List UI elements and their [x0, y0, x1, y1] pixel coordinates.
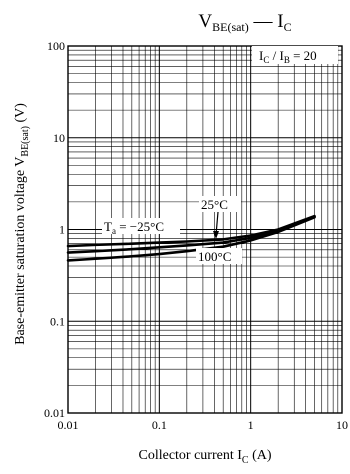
chart-title: VBE(sat) — IC — [198, 11, 291, 34]
plot-frame — [67, 45, 343, 414]
y-axis-label: Base-emitter saturation voltage VBE(sat)… — [13, 103, 31, 345]
series-line-0 — [66, 214, 316, 248]
title-end-sub: C — [284, 20, 292, 34]
x-axis-label-sub: C — [242, 455, 249, 466]
y-tick-label: 100 — [47, 39, 65, 53]
series-lines — [66, 214, 316, 262]
series-label-25-text: 25°C — [201, 197, 228, 212]
series-label-25-arrowhead — [213, 231, 219, 239]
x-tick-label: 10 — [336, 418, 348, 432]
series-label-minus25-suffix: = −25°C — [116, 219, 164, 234]
x-axis-label-main: Collector current I — [138, 448, 242, 463]
y-axis-label-unit: (V) — [13, 103, 28, 126]
y-tick-label: 0.1 — [50, 314, 65, 328]
series-label-minus25: Ta = −25°C — [104, 219, 164, 236]
x-tick-label: 0.01 — [58, 418, 79, 432]
x-tick-label: 1 — [248, 418, 254, 432]
cond-suffix: = 20 — [290, 48, 317, 63]
title-main: V — [198, 11, 212, 32]
title-sub: BE(sat) — [212, 20, 249, 34]
series-label-minus25-prefix: T — [104, 219, 112, 234]
y-tick-label: 1 — [59, 223, 65, 237]
tick-labels: 0.01 0.1 1 10 0.01 0.1 1 10 100 — [44, 39, 348, 432]
series-label-100: 100°C — [198, 249, 231, 264]
condition-box: IC / IB = 20 — [252, 46, 338, 65]
x-axis-label-unit: (A) — [249, 448, 272, 463]
y-tick-label: 10 — [53, 131, 65, 145]
series-line-2 — [66, 215, 316, 262]
x-axis-label: Collector current IC (A) — [138, 448, 271, 466]
grid — [67, 45, 343, 414]
y-axis-label-sub: BE(sat) — [20, 126, 31, 157]
series-label-100-text: 100°C — [198, 249, 231, 264]
y-axis-label-main: Base-emitter saturation voltage V — [13, 157, 28, 345]
cond-sub1: C — [263, 55, 269, 65]
cond-mid: / I — [269, 48, 283, 63]
y-tick-label: 0.01 — [44, 406, 65, 420]
title-dash: — I — [249, 11, 284, 32]
x-tick-label: 0.1 — [152, 418, 167, 432]
series-label-minus25-sub: a — [112, 226, 116, 236]
series-line-1 — [66, 215, 316, 254]
condition-label: IC / IB = 20 — [259, 48, 317, 65]
cond-sub2: B — [284, 55, 290, 65]
series-labels: Ta = −25°C 25°C 100°C — [102, 196, 242, 264]
series-label-25: 25°C — [201, 197, 228, 212]
cond-prefix: I — [259, 48, 263, 63]
